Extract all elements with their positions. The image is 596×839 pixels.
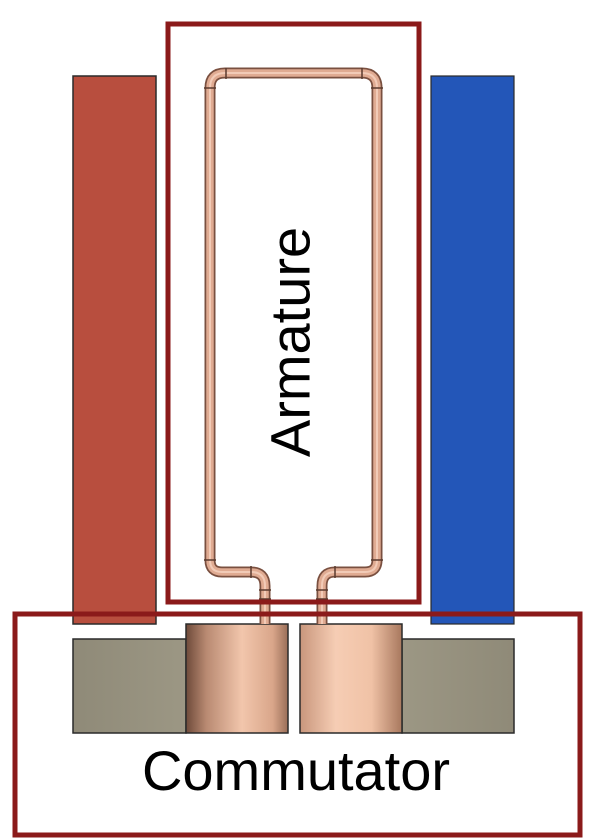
- south-magnet: [430, 75, 515, 625]
- north-magnet: [72, 75, 157, 625]
- armature-highlight-box: [165, 21, 422, 605]
- commutator-label: Commutator: [142, 739, 450, 802]
- commutator-highlight-box: [12, 611, 583, 838]
- commutator-block-right: [401, 638, 515, 734]
- armature-label: Armature: [259, 227, 322, 457]
- armature-coil: [204, 67, 383, 624]
- commutator-segment-left: [185, 623, 289, 734]
- commutator-block-left: [72, 638, 187, 734]
- commutator-segment-right: [299, 623, 403, 734]
